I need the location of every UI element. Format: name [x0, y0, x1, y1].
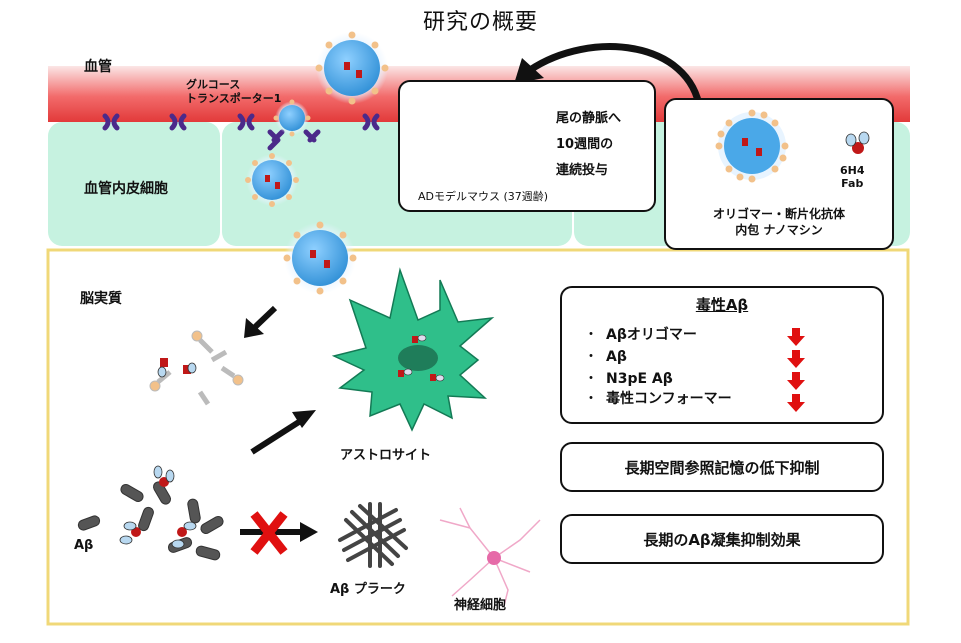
toxic-item-label: 毒性コンフォーマー [606, 391, 732, 407]
page-title: 研究の概要 [422, 10, 538, 35]
injection-arrow [528, 43, 704, 111]
neuron-icon [439, 507, 541, 607]
toxic-abeta-title: 毒性Aβ [695, 296, 749, 314]
nanomachine-caption: オリゴマー・断片化抗体 内包 ナノマシン [666, 206, 892, 238]
nanomachine-caption-line-1: オリゴマー・断片化抗体 [712, 207, 845, 221]
endothelial-cell [48, 122, 220, 246]
down-arrow-icon [787, 394, 805, 412]
decrease-arrows [787, 328, 805, 412]
antibody-label: 6H4 Fab [840, 164, 865, 190]
injection-line-2: 10週間の [556, 137, 614, 152]
nanomachine-icon [283, 221, 357, 295]
mouse-caption: ADモデルマウス (37週齢) [418, 190, 549, 203]
nanomachine-box: 6H4 Fab オリゴマー・断片化抗体 内包 ナノマシン [664, 98, 894, 250]
effect-box-memory: 長期空間参照記憶の低下抑制 [560, 442, 884, 492]
nanomachine-detail-art [715, 109, 870, 183]
antibody-icons [119, 465, 197, 549]
release-arrow [244, 305, 278, 338]
toxic-item-label: Aβオリゴマー [606, 327, 697, 343]
down-arrow-icon [787, 350, 805, 368]
bullet: ・ [584, 327, 598, 343]
glucose-transporters [102, 113, 380, 151]
antibody-fab-icon [845, 131, 870, 154]
brain-parenchyma-frame [46, 248, 910, 626]
nanomachine-caption-line-2: 内包 ナノマシン [735, 223, 823, 237]
injection-line-3: 連続投与 [556, 163, 609, 178]
glucose-transporter-label: グルコース トランスポーター1 [186, 78, 282, 105]
abeta-aggregates [77, 481, 224, 561]
neuron-label: 神経細胞 [454, 598, 507, 613]
endothelium-label: 血管内皮細胞 [84, 181, 168, 197]
mouse-injection-box: 尾の静脈へ 10週間の 連続投与 ADモデルマウス (37週齢) [398, 80, 656, 212]
astrocyte-label: アストロサイト [340, 448, 432, 463]
abeta-label: Aβ [74, 538, 94, 553]
effect-box-aggregation: 長期のAβ凝集抑制効果 [560, 514, 884, 564]
effect-aggregation-text: 長期のAβ凝集抑制効果 [643, 531, 801, 549]
down-arrow-icon [787, 372, 805, 390]
brain-parenchyma-label: 脳実質 [80, 291, 122, 307]
toxic-abeta-box: 毒性Aβ ・Aβオリゴマー ・Aβ ・N3pE Aβ ・毒性コンフォーマー [560, 286, 884, 424]
plaque-label: Aβ プラーク [330, 582, 406, 597]
astrocyte-cell [331, 267, 495, 432]
released-fragments [149, 330, 244, 406]
uptake-arrow [250, 410, 316, 455]
nanomachine-icon [315, 31, 389, 105]
toxic-item-label: Aβ [606, 349, 627, 365]
blocked-aggregation-arrow [240, 511, 318, 555]
bullet: ・ [584, 371, 598, 387]
antibody-label-line-1: 6H4 [840, 164, 865, 177]
nanomachine-icon [245, 153, 299, 207]
toxic-item: ・毒性コンフォーマー [584, 388, 732, 408]
nanomachine-icon [273, 99, 311, 137]
bullet: ・ [584, 349, 598, 365]
toxic-item: ・ N3pE Aβ [584, 368, 673, 388]
toxic-item: ・ Aβ [584, 346, 627, 366]
abeta-plaque-icon [338, 502, 408, 568]
effect-memory-text: 長期空間参照記憶の低下抑制 [624, 459, 820, 477]
down-arrow-icon [787, 328, 805, 346]
injection-description: 尾の静脈へ 10週間の 連続投与 [556, 106, 621, 184]
vessel-label: 血管 [84, 59, 112, 75]
toxic-item: ・ Aβオリゴマー [584, 324, 697, 344]
nanomachine-large-icon [715, 109, 789, 183]
injection-line-1: 尾の静脈へ [556, 111, 622, 126]
antibody-label-line-2: Fab [841, 177, 864, 190]
toxic-item-label: N3pE Aβ [606, 371, 673, 387]
bullet: ・ [584, 391, 598, 407]
